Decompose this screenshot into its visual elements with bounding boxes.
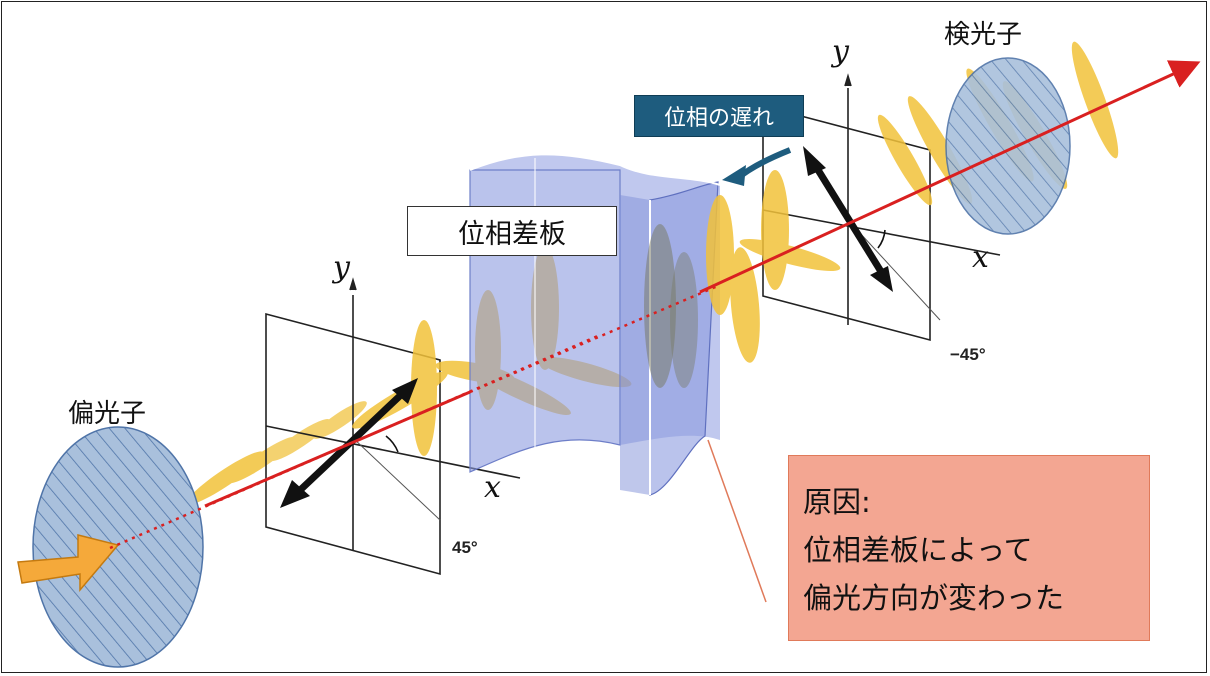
light-beam	[109, 60, 1201, 550]
phase-delay-arrow-icon	[722, 147, 792, 186]
analyzer-disc	[945, 57, 1071, 235]
note-line-3: 偏光方向が変わった	[803, 581, 1065, 615]
left-y-axis-label: y	[333, 250, 350, 285]
right-y-axis-label: y	[832, 34, 849, 69]
right-x-axis-label: x	[972, 240, 989, 275]
cause-note-box: 原因: 位相差板によって 偏光方向が変わった	[788, 455, 1150, 641]
incoming-wave	[186, 401, 367, 505]
left-x-axis-label: x	[484, 470, 501, 505]
left-angle-label: 45°	[452, 538, 478, 557]
note-line-2: 位相差板によって	[803, 533, 1033, 567]
polarizer-disc	[32, 426, 204, 668]
polarizer-label: 偏光子	[68, 399, 147, 429]
right-angle-label: −45°	[950, 345, 986, 364]
right-polarization-arrow-icon	[803, 146, 893, 292]
analyzer-label: 検光子	[944, 20, 1023, 50]
input-arrow-icon	[17, 534, 120, 593]
note-line-1: 原因:	[803, 485, 871, 519]
phase-delay-label: 位相の遅れ	[634, 95, 804, 137]
waveplate-label: 位相差板	[407, 206, 617, 256]
note-pointer-line	[707, 439, 767, 603]
